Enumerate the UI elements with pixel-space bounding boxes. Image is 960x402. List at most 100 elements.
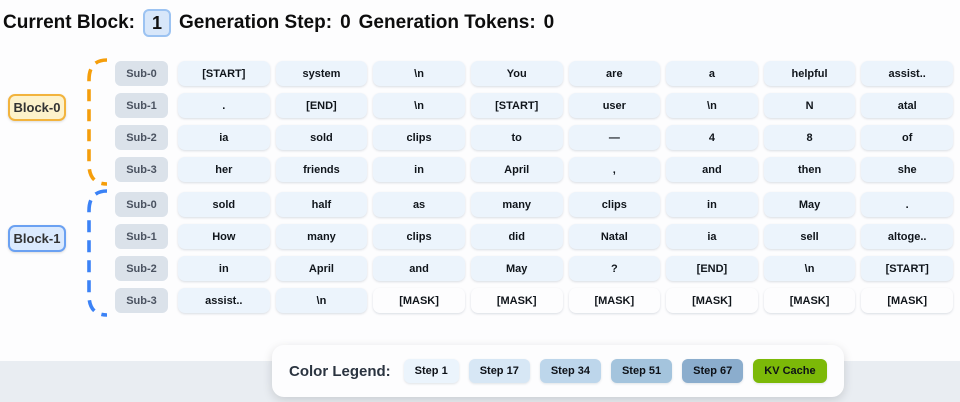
token-cell: friends: [275, 157, 368, 182]
sub-block-label: Sub-0: [115, 61, 168, 86]
token-cell: sold: [178, 192, 270, 217]
token-cell: many: [275, 224, 368, 249]
token-cell: [END]: [666, 256, 758, 281]
token-cell: to: [470, 125, 563, 150]
token-cell: in: [178, 256, 270, 281]
generation-step-label: Generation Step:: [178, 12, 333, 33]
token-cell-masked: [MASK]: [568, 288, 661, 313]
current-block-label: Current Block:: [3, 12, 135, 33]
legend-badge-step-67: Step 67: [682, 359, 744, 383]
token-cell: clips: [373, 224, 465, 249]
block-label-block-0: Block-0: [8, 94, 66, 121]
token-cell: as: [373, 192, 465, 217]
token-cell: and: [666, 157, 758, 182]
token-cell-masked: [MASK]: [763, 288, 856, 313]
token-cell: Natal: [568, 224, 661, 249]
sub-block-label: Sub-0: [115, 192, 168, 217]
token-cell: You: [470, 61, 563, 86]
token-cell: many: [470, 192, 563, 217]
sub-block-label: Sub-3: [115, 288, 168, 313]
sub-block-label: Sub-1: [115, 224, 168, 249]
sub-block-label: Sub-2: [115, 256, 168, 281]
token-cell: did: [470, 224, 563, 249]
token-cell: [START]: [861, 256, 953, 281]
token-cell: are: [568, 61, 661, 86]
current-block-value: 1: [142, 9, 171, 37]
token-cell: —: [568, 125, 661, 150]
generation-tokens-value: 0: [543, 12, 555, 33]
color-legend: Color Legend: Step 1 Step 17 Step 34 Step 5…: [272, 345, 844, 397]
status-bar: Current Block: 1 Generation Step: 0 Gene…: [3, 8, 554, 38]
token-cell: sold: [275, 125, 368, 150]
token-cell: .: [178, 93, 270, 118]
legend-badge-step-1: Step 1: [403, 359, 459, 383]
token-cell: How: [178, 224, 270, 249]
token-cell: \n: [373, 93, 465, 118]
legend-badge-step-34: Step 34: [539, 359, 601, 383]
token-cell: assist..: [861, 61, 953, 86]
token-cell: atal: [861, 93, 953, 118]
token-cell: \n: [373, 61, 465, 86]
token-cell: \n: [666, 93, 758, 118]
token-cell: then: [763, 157, 856, 182]
token-cell: [START]: [470, 93, 563, 118]
token-cell: in: [373, 157, 465, 182]
token-cell: 8: [763, 125, 856, 150]
token-cell: in: [666, 192, 758, 217]
token-cell: altoge..: [861, 224, 953, 249]
legend-title: Color Legend:: [289, 362, 391, 380]
token-cell: her: [178, 157, 270, 182]
token-cell: N: [763, 93, 856, 118]
token-cell: May: [470, 256, 563, 281]
sub-block-label: Sub-1: [115, 93, 168, 118]
generation-tokens-label: Generation Tokens:: [358, 12, 536, 33]
token-cell-masked: [MASK]: [470, 288, 563, 313]
token-cell: and: [373, 256, 465, 281]
token-cell: user: [568, 93, 661, 118]
sub-block-label: Sub-3: [115, 157, 168, 182]
token-cell: system: [275, 61, 368, 86]
legend-badge-step-51: Step 51: [610, 359, 673, 383]
token-cell: assist..: [178, 288, 270, 313]
token-cell: .: [861, 192, 953, 217]
legend-items: Step 1 Step 17 Step 34 Step 51 Step 67 KV Cac…: [403, 359, 827, 383]
sub-block-label: Sub-2: [115, 125, 168, 150]
token-cell: clips: [373, 125, 465, 150]
token-cell: of: [861, 125, 953, 150]
legend-badge-kv-cache: KV Cache: [753, 359, 827, 383]
generation-step-value: 0: [340, 12, 351, 33]
token-cell: April: [470, 157, 563, 182]
token-cell-masked: [MASK]: [373, 288, 465, 313]
token-cell: helpful: [763, 61, 856, 86]
block-label-block-1: Block-1: [8, 225, 66, 252]
token-cell-masked: [MASK]: [666, 288, 758, 313]
token-cell-masked: [MASK]: [861, 288, 953, 313]
token-cell: May: [763, 192, 856, 217]
token-cell: \n: [763, 256, 856, 281]
token-cell: ?: [568, 256, 661, 281]
token-cell: ia: [178, 125, 270, 150]
token-cell: she: [861, 157, 953, 182]
token-cell: \n: [275, 288, 368, 313]
token-cell: half: [275, 192, 368, 217]
legend-badge-step-17: Step 17: [468, 359, 530, 383]
token-cell: sell: [763, 224, 856, 249]
